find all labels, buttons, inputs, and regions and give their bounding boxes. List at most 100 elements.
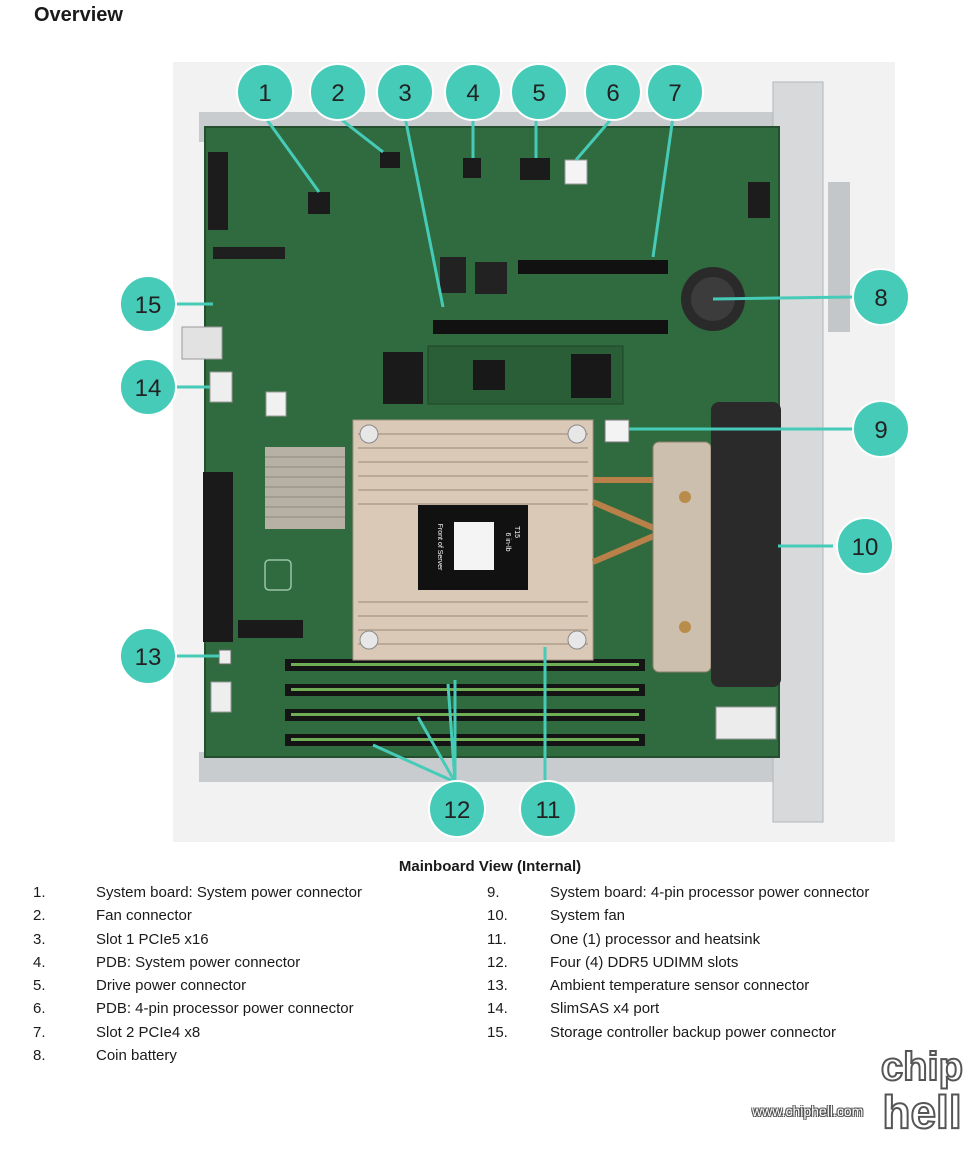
heatsink-torx-label: T15 [513,526,520,538]
list-item: 8. Coin battery [33,1044,362,1067]
list-item-text: Storage controller backup power connecto… [550,1023,836,1041]
watermark: www.chiphell.com chip hell [752,1038,972,1138]
callout-label-2: 2 [331,80,344,107]
chassis-latch [828,182,850,332]
list-item: 7. Slot 2 PCIe4 x8 [33,1021,362,1044]
list-item-text: PDB: System power connector [96,953,301,971]
list-item: 1. System board: System power connector [33,881,362,904]
heatsink-torque-label: 6 in-lb [504,532,511,551]
hpe-marking [264,559,292,591]
list-item: 13. Ambient temperature sensor connector [487,974,869,997]
list-item-text: Slot 1 PCIe5 x16 [96,930,209,948]
list-item: 6.PDB: 4-pin processor power connector [33,997,362,1020]
list-item-text: Slot 2 PCIe4 x8 [96,1023,201,1041]
list-item-text: One (1) processor and heatsink [550,930,761,948]
callout-label-7: 7 [668,80,681,107]
callout-label-10: 10 [852,534,879,561]
heatsink-front-label: Front of Server [436,524,443,571]
list-item: 14. SlimSAS x4 port [487,997,869,1020]
callout-lines [173,115,854,784]
list-item: 11. One (1) processor and heatsink [487,928,869,951]
legend-list-left: 1. System board: System power connector 2… [33,881,362,1067]
heatsink-screw [567,424,587,444]
list-item: 2. Fan connector [33,904,362,927]
callout-8 [852,268,910,326]
legend-list-right: 9. System board: 4-pin processor power co… [487,881,869,1044]
pcie-slot-1 [433,320,668,334]
usb-port [181,326,223,360]
list-item: 9. System board: 4-pin processor power co… [487,881,869,904]
mainboard-figure: Front of Server T15 6 in-lb [119,62,910,842]
list-item: 12. Four (4) DDR5 UDIMM slots [487,951,869,974]
watermark-logo: chip hell [880,1044,964,1138]
slimsas-port [209,371,233,403]
list-item-text: Ambient temperature sensor connector [550,977,810,995]
callout-11 [519,780,577,838]
list-item-number: 14. [487,1000,508,1018]
callout-label-4: 4 [466,80,479,107]
svg-text:chip: chip [881,1045,963,1089]
small-connector [238,620,303,638]
list-item-number: 2. [33,907,46,925]
heatsink-install-icon [454,522,494,570]
chassis-side-bracket [772,81,824,823]
figure-caption: Mainboard View (Internal) [398,858,582,875]
chipset-heatsink [265,447,345,529]
callout-6 [584,63,642,121]
list-item-number: 9. [487,884,500,901]
callout-5 [510,63,568,121]
callout-2 [309,63,367,121]
callout-1 [236,63,294,121]
system-fan [711,402,781,687]
chip-a [440,257,466,293]
list-item-number: 3. [33,930,46,948]
list-item-number: 5. [33,977,46,995]
callout-label-3: 3 [398,80,411,107]
edge-connector-top-left [208,152,228,230]
list-item-text: Four (4) DDR5 UDIMM slots [550,953,739,971]
list-item-text: System board: 4-pin processor power conn… [550,884,870,901]
callout-15 [119,275,177,333]
callout-13 [119,627,177,685]
list-item-number: 1. [33,884,46,901]
svg-text:hell: hell [882,1086,961,1138]
callout-3 [376,63,434,121]
callout-4 [444,63,502,121]
fan-connector [380,152,400,168]
processor-power-connector [604,419,630,443]
list-item-text: System board: System power connector [96,884,362,901]
callout-label-6: 6 [606,80,619,107]
side-slot [203,472,233,642]
list-item-number: 13. [487,977,508,995]
section-title: Overview [34,4,123,26]
right-connector [748,182,770,218]
list-item-text: Coin battery [96,1047,177,1065]
callout-label-13: 13 [135,644,162,671]
list-item-text: System fan [550,907,626,925]
list-item-text: Fan connector [96,907,192,925]
list-item: 10. System fan [487,904,869,927]
list-item: 4. PDB: System power connector [33,951,362,974]
list-item-number: 8. [33,1047,46,1065]
drive-power-connector [520,158,550,180]
list-item-text: SlimSAS x4 port [550,1000,660,1018]
callout-label-8: 8 [874,285,887,312]
m2-connector [383,352,423,404]
list-item-number: 12. [487,953,508,971]
callout-7 [646,63,704,121]
list-item-number: 11. [487,930,507,948]
callout-label-5: 5 [532,80,545,107]
system-power-connector [308,192,330,214]
chip-b [475,262,507,294]
list-item-text: PDB: 4-pin processor power connector [96,1000,354,1018]
heatsink-screw [359,630,379,650]
header-pins [213,247,285,259]
pcie-slot-2 [518,260,668,274]
callout-label-1: 1 [258,80,271,107]
list-item-number: 10. [487,907,508,925]
list-item-number: 4. [33,953,46,971]
callout-label-15: 15 [135,292,162,319]
list-item-number: 7. [33,1023,46,1041]
callout-label-12: 12 [444,797,471,824]
heatsink-screw [567,630,587,650]
